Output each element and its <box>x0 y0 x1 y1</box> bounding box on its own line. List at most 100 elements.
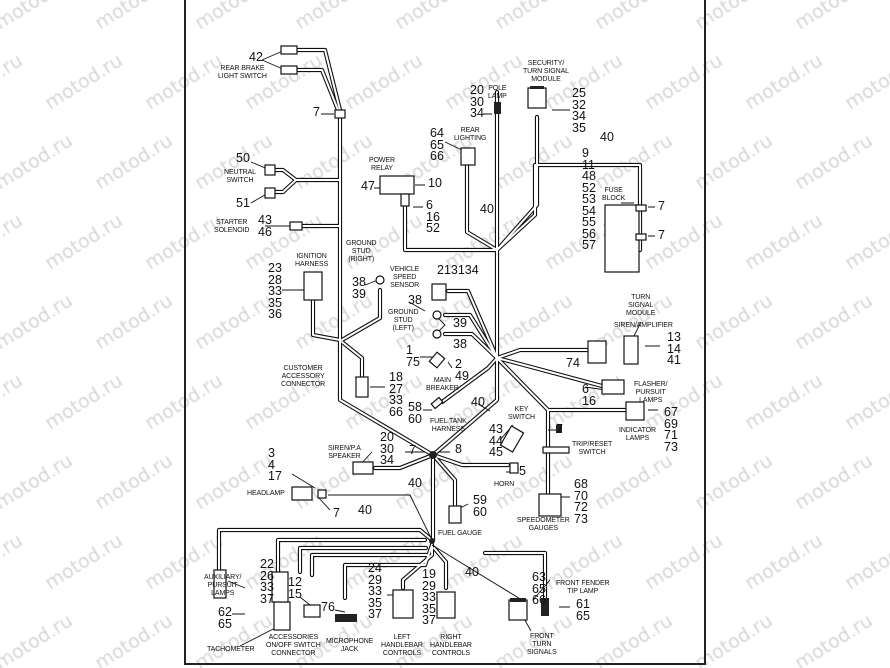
callout-42: 42 <box>249 50 263 64</box>
callout-10: 10 <box>428 176 442 190</box>
ignition-harness-connector <box>303 271 323 301</box>
caption-trip-reset-switch: TRIP/RESET SWITCH <box>572 441 613 456</box>
callout-8: 8 <box>455 442 462 456</box>
callout-40-headlamp: 40 <box>358 503 372 517</box>
neutral-switch-connector-1 <box>264 164 276 176</box>
caption-rear-lighting: REAR LIGHTING <box>454 127 487 142</box>
neutral-switch-connector-2 <box>264 187 276 199</box>
components <box>213 45 647 631</box>
trip-reset-switch <box>542 446 570 454</box>
callout-40-star: 40 <box>471 395 485 409</box>
aux-lamps-connector <box>213 569 227 599</box>
callout-38-a: 38 <box>408 293 422 307</box>
junction-lower <box>429 538 435 544</box>
caption-indicator-lamps: INDICATOR LAMPS <box>619 427 656 442</box>
power-relay-plug <box>400 193 410 207</box>
wire-ground-left-2-core <box>444 333 498 359</box>
wire-flasher-core <box>496 357 603 387</box>
callout-2-49: 2 49 <box>455 357 469 383</box>
pole-lamp <box>494 102 501 114</box>
microphone-jack <box>335 614 357 622</box>
wire-star-to-mid-core <box>432 357 498 456</box>
wire-rear-lighting-core <box>466 164 498 251</box>
callout-accessories: 22 26 33 37 <box>260 557 274 606</box>
wire-security-core <box>496 116 538 251</box>
caption-vehicle-speed-sensor: VEHICLE SPEED SENSOR <box>390 266 420 289</box>
wire-headlamp <box>328 494 433 541</box>
callout-38-b: 38 <box>453 337 467 351</box>
callout-fuse-block: 9 11 48 52 53 54 55 56 57 <box>582 146 596 252</box>
callout-speedometer: 68 70 72 73 <box>574 477 588 526</box>
wire-right-handlebar-core <box>433 547 447 589</box>
callout-74: 74 <box>566 356 580 370</box>
wire-fuel-tank-core <box>441 357 498 403</box>
callout-63-65-66: 63 65 66 <box>532 570 546 607</box>
caption-front-fender-tip-lamp: FRONT FENDER TIP LAMP <box>556 580 610 595</box>
wire-siren-speaker-core <box>374 454 434 469</box>
headlamp-connector <box>317 489 327 499</box>
junction-8 <box>429 451 437 459</box>
callout-58-60: 58 60 <box>408 400 422 426</box>
callout-left-handlebar: 24 29 33 35 37 <box>368 561 382 621</box>
callout-13-14-41: 13 14 41 <box>667 330 681 367</box>
callout-40-mid: 40 <box>480 202 494 216</box>
wire-ignition <box>310 297 343 343</box>
caption-right-handlebar-controls: RIGHT HANDLEBAR CONTROLS <box>430 634 472 657</box>
switch-connector-12-15 <box>303 604 321 618</box>
caption-security-module: SECURITY/ TURN SIGNAL MODULE <box>523 60 569 83</box>
caption-accessories-switch-connector: ACCESSORIES ON/OFF SWITCH CONNECTOR <box>266 634 321 657</box>
wire-fuel-gauge-core <box>432 454 456 509</box>
key-switch <box>499 425 525 453</box>
caption-auxiliary-pursuit-lamps: AUXILIARY/ PURSUIT LAMPS <box>204 574 242 597</box>
fuel-gauge-connector <box>448 505 462 524</box>
callout-43-46: 43 46 <box>258 213 272 239</box>
ground-stud-left-1 <box>432 310 442 320</box>
caption-tachometer: TACHOMETER <box>207 646 255 653</box>
wire-microphone-core <box>344 544 433 599</box>
leader-lines <box>227 49 660 647</box>
callout-7-mid: 7 <box>409 443 416 457</box>
wire-accessories-core <box>299 547 427 573</box>
wire-fuse-loop-core <box>496 164 641 251</box>
callout-7-fuse-2: 7 <box>658 228 665 242</box>
caption-ground-stud-left: GROUND STUD (LEFT) <box>388 309 419 332</box>
caption-fuel-gauge: FUEL GAUGE <box>438 530 482 537</box>
siren-amplifier <box>623 335 639 365</box>
rear-brake-switch-connector-1 <box>280 45 298 55</box>
callout-64-65-66: 64 65 66 <box>430 126 444 163</box>
headlamp <box>291 486 313 501</box>
callout-pole-lamp: 20 30 34 <box>470 83 484 120</box>
caption-siren-pa-speaker: SIREN/P.A SPEAKER <box>328 445 361 460</box>
left-handlebar-connector <box>392 589 414 619</box>
wire-horn-core <box>432 454 509 466</box>
callout-38-39: 38 39 <box>352 275 366 301</box>
callout-6-16: 6 16 <box>582 382 596 408</box>
callout-ignition: 23 28 33 35 36 <box>268 261 282 321</box>
wire-accessories <box>297 545 429 575</box>
caption-ground-stud-right: GROUND STUD (RIGHT) <box>346 240 377 263</box>
caption-horn: HORN <box>494 481 515 488</box>
callout-40-trunk: 40 <box>408 476 422 490</box>
fuse-connector-7b <box>635 233 647 241</box>
callout-12-15: 12 15 <box>288 575 302 601</box>
wire-ground-right-core <box>341 289 381 341</box>
wire-speed-sensor-core <box>447 290 498 359</box>
wire-power-relay-core <box>404 204 498 251</box>
starter-solenoid-connector <box>289 221 303 231</box>
caption-left-handlebar-controls: LEFT HANDLEBAR CONTROLS <box>381 634 423 657</box>
callout-61-65: 61 65 <box>576 597 590 623</box>
vehicle-speed-sensor <box>431 283 447 301</box>
fuse-connector-7a <box>635 204 647 212</box>
callout-213134: 213134 <box>437 263 479 277</box>
callout-7-headlamp: 7 <box>333 506 340 520</box>
caption-power-relay: POWER RELAY <box>369 157 395 172</box>
caption-turn-signal-module: TURN SIGNAL MODULE <box>626 294 656 317</box>
callout-indicator-lamps: 67 69 71 73 <box>664 405 678 454</box>
tachometer-connector <box>273 601 291 631</box>
speedometer-gauges <box>538 493 562 517</box>
customer-accessory-connector <box>355 376 369 398</box>
power-relay <box>379 175 415 195</box>
callout-39: 39 <box>453 316 467 330</box>
